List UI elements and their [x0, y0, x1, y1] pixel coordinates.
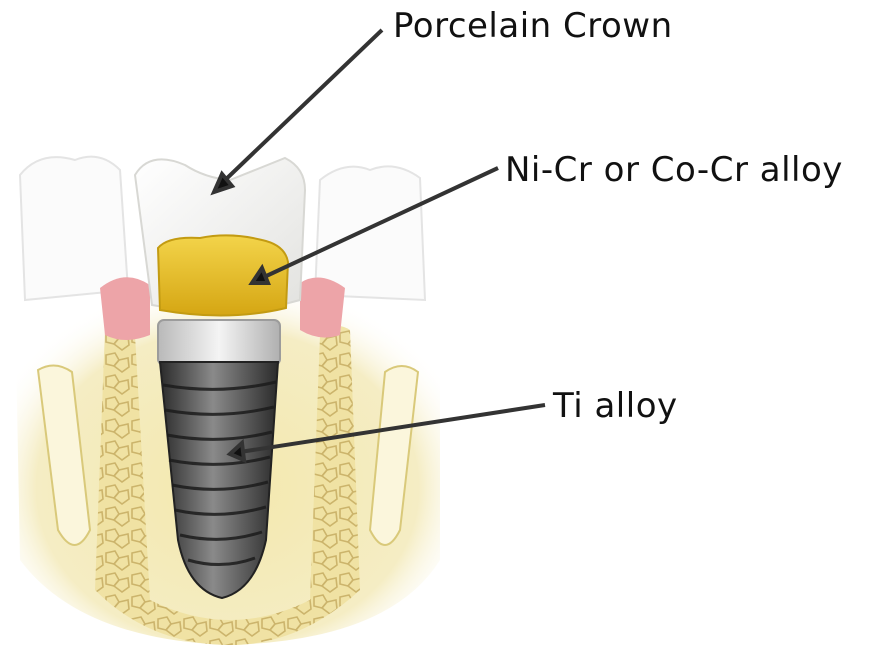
gum-right [300, 278, 345, 338]
label-porcelain-crown: Porcelain Crown [393, 6, 673, 46]
gum-left [100, 277, 150, 340]
label-ti-alloy: Ti alloy [553, 386, 678, 426]
right-neighbour-crown [315, 166, 425, 300]
abutment [158, 320, 280, 365]
left-neighbour-crown [20, 157, 128, 300]
leader-crown [222, 30, 382, 183]
label-alloy-framework: Ni-Cr or Co-Cr alloy [505, 150, 843, 190]
